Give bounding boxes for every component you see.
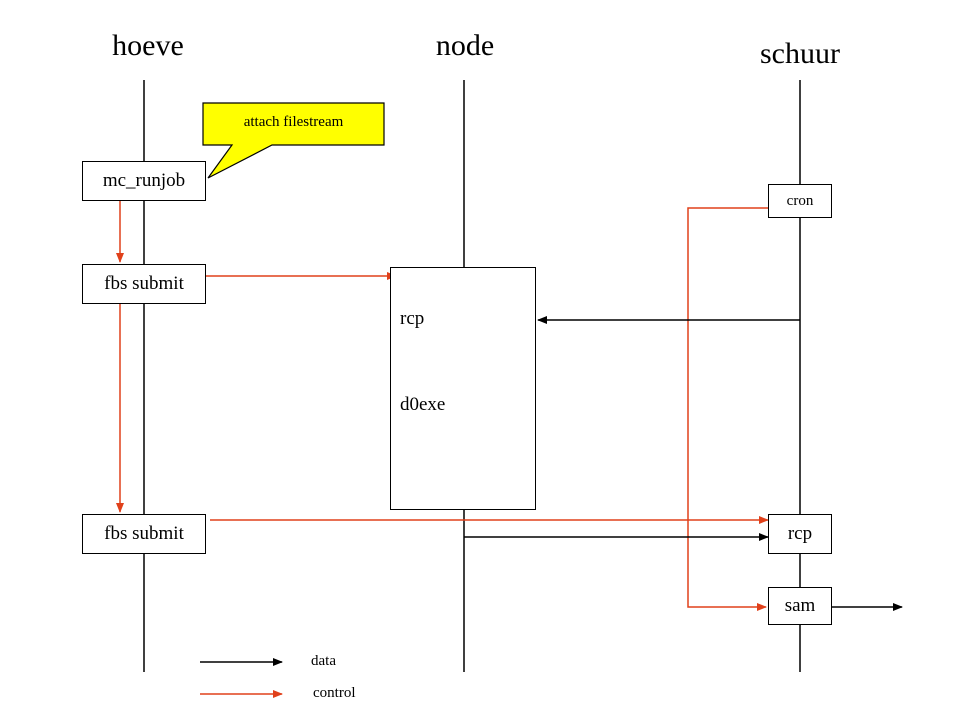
box-cron: cron — [768, 184, 832, 218]
lane-title-node: node — [435, 29, 495, 62]
box-fbs-submit-2-label: fbs submit — [104, 523, 184, 544]
box-fbs-submit-1: fbs submit — [82, 264, 206, 304]
legend-data-label: data — [311, 653, 336, 669]
box-node-process: rcp d0exe — [390, 267, 536, 510]
arrow-cron-to-sam — [687, 207, 768, 611]
lane-title-schuur: schuur — [760, 37, 840, 70]
box-cron-label: cron — [786, 192, 814, 209]
callout-text: attach filestream — [243, 114, 344, 130]
node-rcp-label: rcp — [400, 308, 425, 329]
box-mc-runjob-label: mc_runjob — [102, 170, 186, 191]
lane-title-hoeve: hoeve — [112, 29, 184, 62]
callout-bubble — [202, 102, 385, 179]
node-d0exe-label: d0exe — [400, 394, 446, 415]
box-mc-runjob: mc_runjob — [82, 161, 206, 201]
box-rcp-schuur-label: rcp — [787, 523, 813, 544]
legend-control-label: control — [313, 685, 356, 701]
box-fbs-submit-2: fbs submit — [82, 514, 206, 554]
box-fbs-submit-1-label: fbs submit — [104, 273, 184, 294]
box-rcp-schuur: rcp — [768, 514, 832, 554]
box-sam-label: sam — [784, 595, 816, 616]
box-sam: sam — [768, 587, 832, 625]
